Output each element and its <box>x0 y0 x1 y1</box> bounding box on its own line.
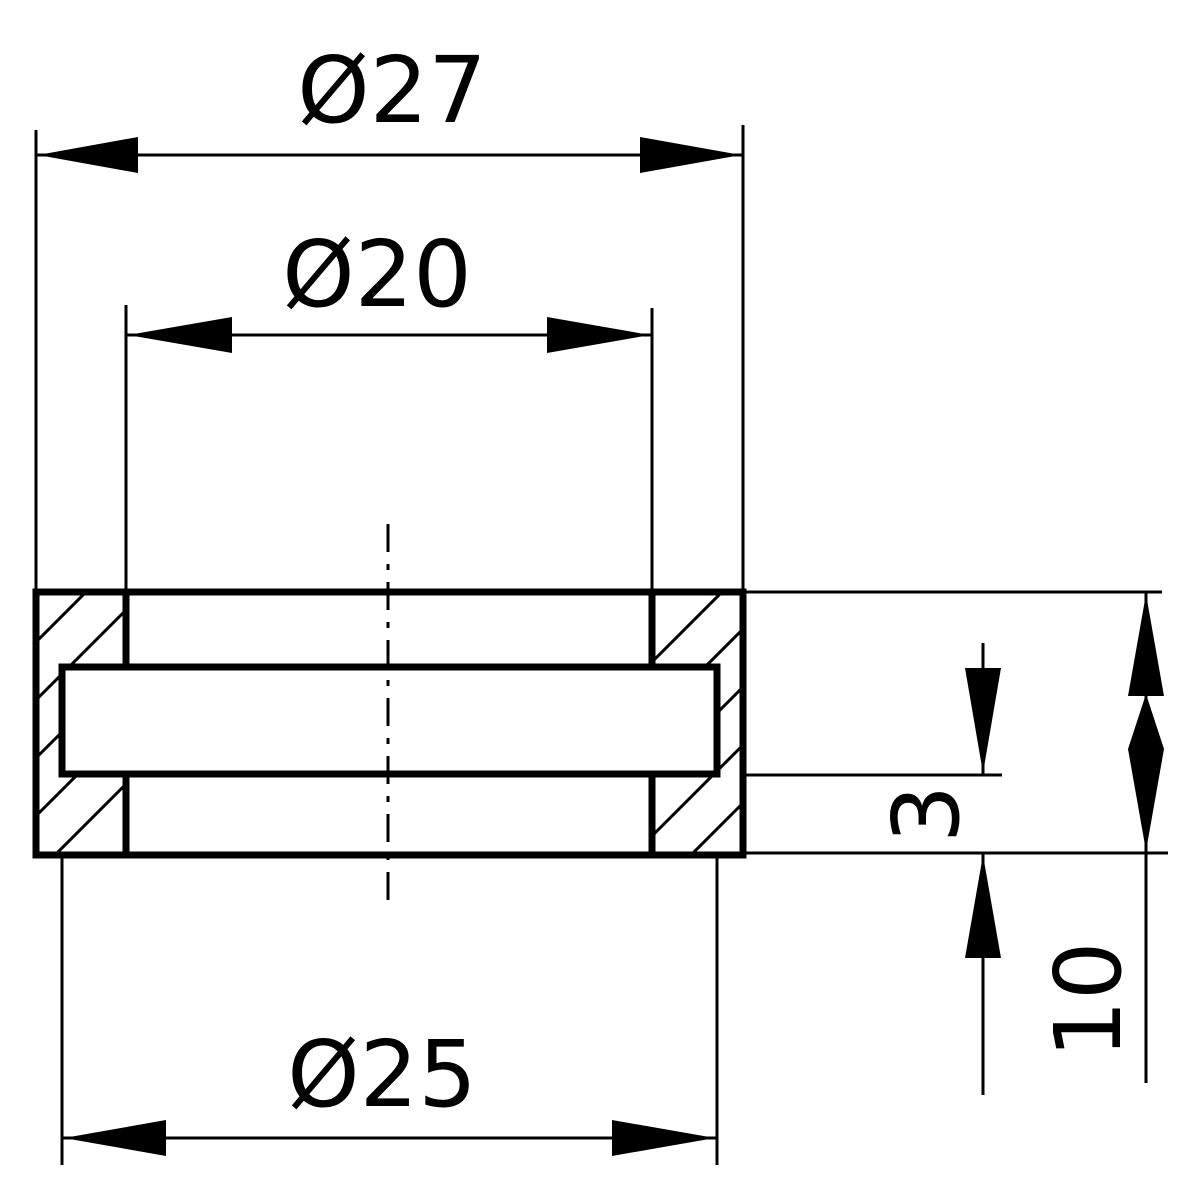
label-total-height: 10 <box>1035 941 1142 1058</box>
arrow-height-mid <box>1128 694 1164 749</box>
hatch-right-lower <box>652 774 743 855</box>
hatch-right-upper <box>652 592 743 666</box>
hatch-left-mid <box>36 671 62 760</box>
hatch-left-lower <box>36 774 126 855</box>
dimension-lines <box>36 153 1148 1140</box>
arrow-outer-right <box>640 137 741 173</box>
arrow-depth-bottom <box>965 855 1001 958</box>
arrow-inner-right <box>547 317 650 353</box>
arrow-groove-left <box>64 1120 166 1156</box>
hatch-left-upper <box>36 592 126 666</box>
arrow-inner-left <box>128 317 232 353</box>
arrow-outer-left <box>38 137 138 173</box>
arrow-groove-right <box>612 1120 715 1156</box>
arrow-height-bottom <box>1128 749 1164 851</box>
arrow-height-top <box>1128 594 1164 696</box>
label-groove-diameter: Ø25 <box>287 1021 476 1128</box>
hatch-right-mid <box>717 685 743 774</box>
label-inner-diameter: Ø20 <box>282 221 471 328</box>
extension-lines <box>34 125 1168 1165</box>
label-outer-diameter: Ø27 <box>297 37 486 144</box>
section-hatching <box>36 592 743 855</box>
arrow-depth-top <box>965 668 1001 773</box>
arrowheads <box>38 137 1164 1156</box>
label-groove-depth: 3 <box>873 785 980 844</box>
